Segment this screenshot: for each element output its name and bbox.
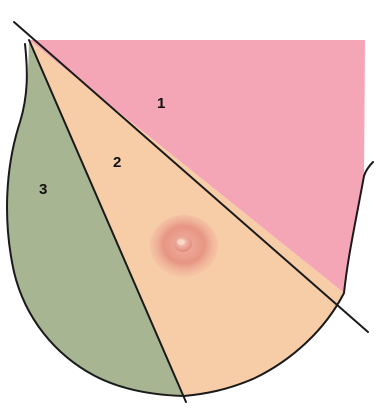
zone-2-label: 2 [113,154,122,171]
zone-1-region [29,40,365,293]
breast-outline [6,43,374,398]
zone-3-region [7,40,185,396]
zone-1-label: 1 [157,95,166,112]
divider-line-2-3 [28,39,187,403]
zone-3-label: 3 [39,181,48,198]
nipple-highlight [177,239,185,245]
divider-line-1-2 [13,21,369,333]
